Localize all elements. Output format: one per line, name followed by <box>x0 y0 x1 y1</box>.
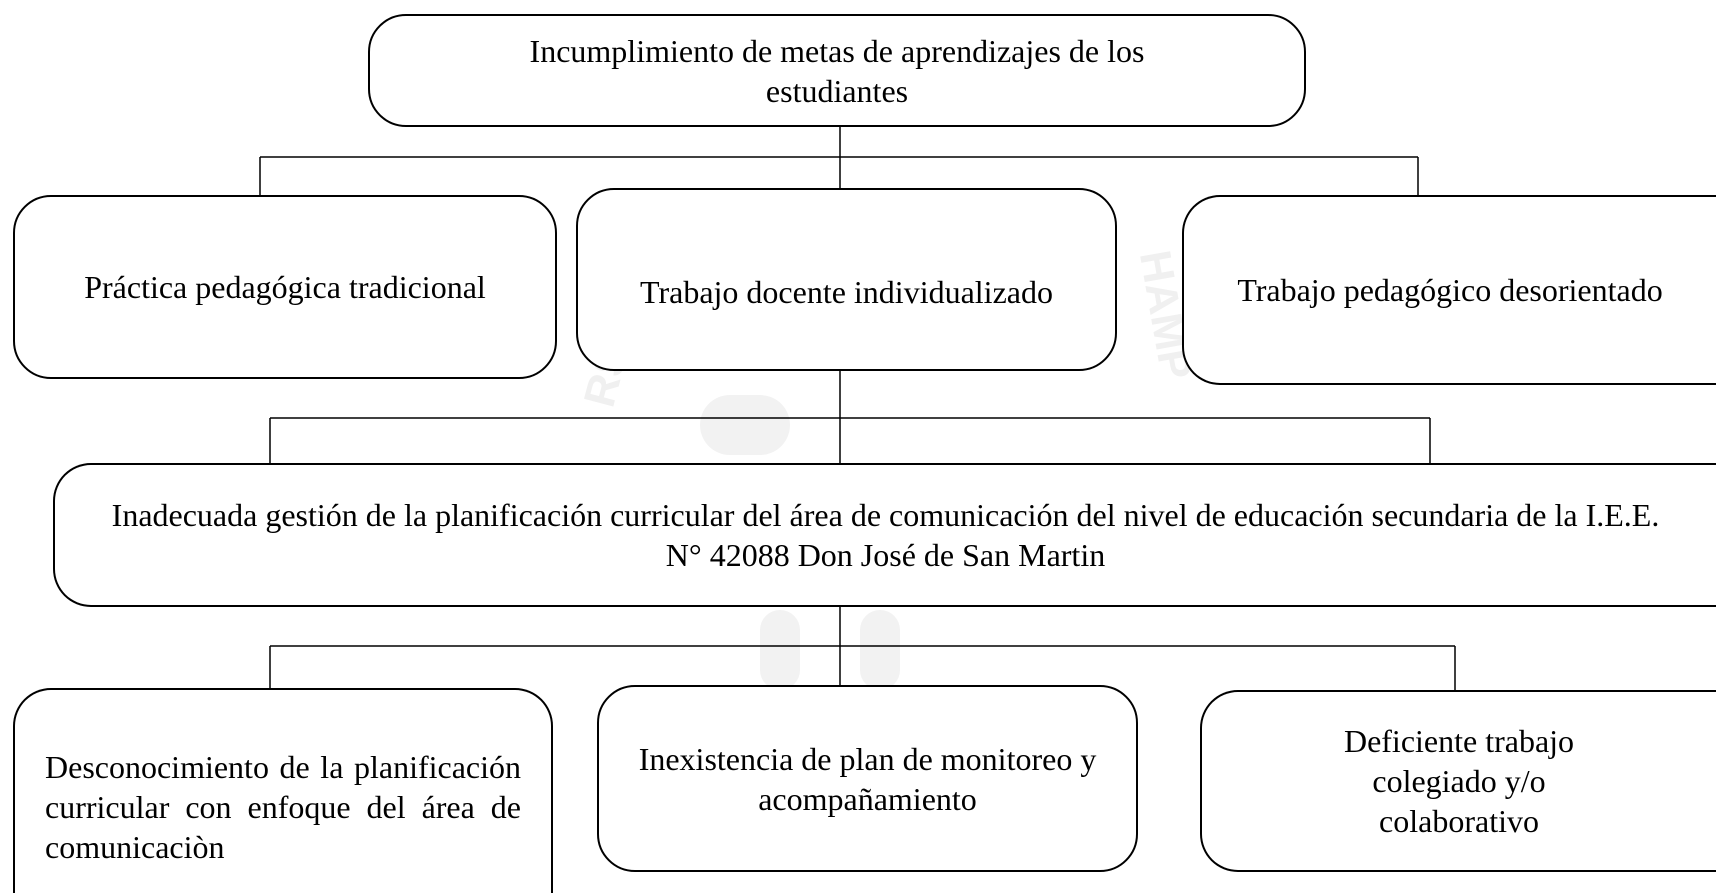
cause-label-2: Inexistencia de plan de monitoreo y acom… <box>638 740 1097 817</box>
cause-box-1: Desconocimiento de la planificación curr… <box>13 688 553 893</box>
problem-label: Inadecuada gestión de la planificación c… <box>111 497 1660 573</box>
effect-box-3: Trabajo pedagógico desorientado <box>1182 195 1716 385</box>
problem-box: Inadecuada gestión de la planificación c… <box>53 463 1716 607</box>
cause-box-2: Inexistencia de plan de monitoreo y acom… <box>597 685 1138 872</box>
effect-label-2: Trabajo docente individualizado <box>640 274 1053 310</box>
watermark-shape-1 <box>700 395 790 455</box>
watermark-shape-2 <box>760 610 800 690</box>
effect-label: Incumplimiento de metas de aprendizajes … <box>529 32 1145 109</box>
cause-label-3: Deficiente trabajo colegiado y/o colabor… <box>1343 723 1575 839</box>
effect-box-1: Práctica pedagógica tradicional <box>13 195 557 379</box>
effect-label-1: Práctica pedagógica tradicional <box>84 269 486 305</box>
effect-label-3: Trabajo pedagógico desorientado <box>1237 272 1663 308</box>
effect-box: Incumplimiento de metas de aprendizajes … <box>368 14 1306 127</box>
watermark-shape-3 <box>860 610 900 690</box>
cause-box-3: Deficiente trabajo colegiado y/o colabor… <box>1200 690 1716 872</box>
cause-label-1: Desconocimiento de la planificación curr… <box>45 748 521 865</box>
effect-box-2: Trabajo docente individualizado <box>576 188 1117 371</box>
